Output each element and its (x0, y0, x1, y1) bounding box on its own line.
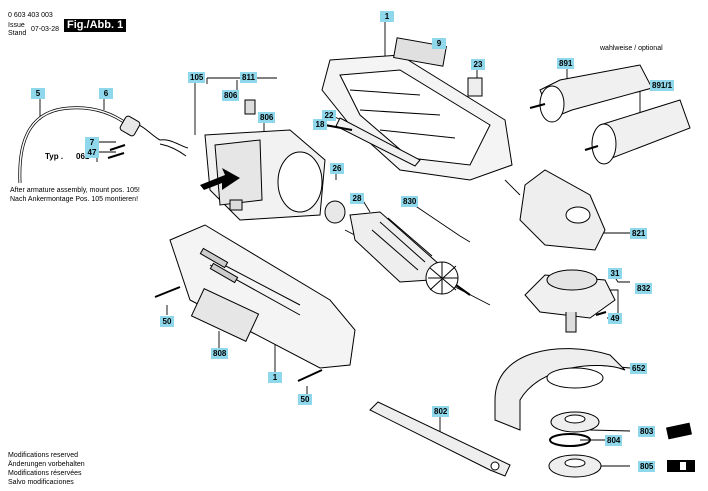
footer-line: Modifications reserved (8, 452, 79, 459)
part-label: 31 (608, 268, 622, 279)
aux-handle-891 (529, 64, 653, 123)
type-prefix: Typ . (45, 152, 64, 161)
part-label: 26 (330, 163, 344, 174)
accessory-icons (666, 422, 695, 472)
part-label: 891/1 (650, 80, 675, 91)
part-label: 802 (432, 406, 450, 417)
part-label: 1 (268, 372, 282, 383)
part-label: 806 (222, 90, 240, 101)
part-label: 18 (313, 119, 327, 130)
guard-cover-821 (519, 169, 606, 251)
type-code: 061 (76, 152, 90, 161)
part-label: 806 (258, 112, 276, 123)
part-label: 50 (298, 394, 312, 405)
wheel-guard-652 (494, 348, 626, 431)
part-label: 832 (635, 283, 653, 294)
part-label: 28 (350, 193, 364, 204)
armature (349, 211, 471, 296)
power-cable (18, 106, 133, 184)
flange-803 (549, 411, 600, 447)
part-label: 891 (557, 58, 575, 69)
footer-line: Änderungen vorbehalten (8, 461, 85, 468)
footer-line: Salvo modificaciones (8, 479, 74, 486)
figure-label: Fig./Abb. 1 (64, 19, 127, 32)
part-label: 808 (211, 348, 229, 359)
part-label: 821 (630, 228, 648, 239)
stand-label: Stand (8, 30, 27, 37)
part-label: 9 (432, 38, 446, 49)
spanner-802 (369, 401, 511, 477)
nut-805 (548, 454, 602, 478)
part-label: 49 (608, 313, 622, 324)
part-label: 803 (638, 426, 656, 437)
aux-handle-891-1 (584, 99, 691, 165)
part-label: 804 (605, 435, 623, 446)
part-label: 50 (160, 316, 174, 327)
part-label: 6 (99, 88, 113, 99)
part-label: 47 (85, 147, 99, 158)
motor-housing-lower (169, 224, 356, 369)
part-label: 652 (630, 363, 648, 374)
part-label: 830 (401, 196, 419, 207)
part-label: 811 (240, 72, 257, 83)
part-label: 23 (471, 59, 485, 70)
stator (204, 129, 326, 221)
part-label: 22 (322, 110, 336, 121)
part-label: 105 (188, 72, 206, 83)
part-label: 5 (31, 88, 45, 99)
part-label: 805 (638, 461, 656, 472)
footer-line: Modifications réservées (8, 470, 82, 477)
doc-number: 0 603 403 003 (8, 12, 53, 19)
issue-label: Issue (8, 22, 25, 29)
part-label: 7 (85, 137, 99, 148)
assembly-note-en: After armature assembly, mount pos. 105! (10, 187, 140, 194)
assembly-note-de: Nach Ankermontage Pos. 105 montieren! (10, 196, 139, 203)
issue-date: 07-03-28 (31, 26, 60, 33)
gear-head (524, 269, 616, 333)
motor-housing-upper (321, 54, 513, 181)
part-label: 1 (380, 11, 394, 22)
optional-note: wahlweise / optional (600, 45, 663, 52)
